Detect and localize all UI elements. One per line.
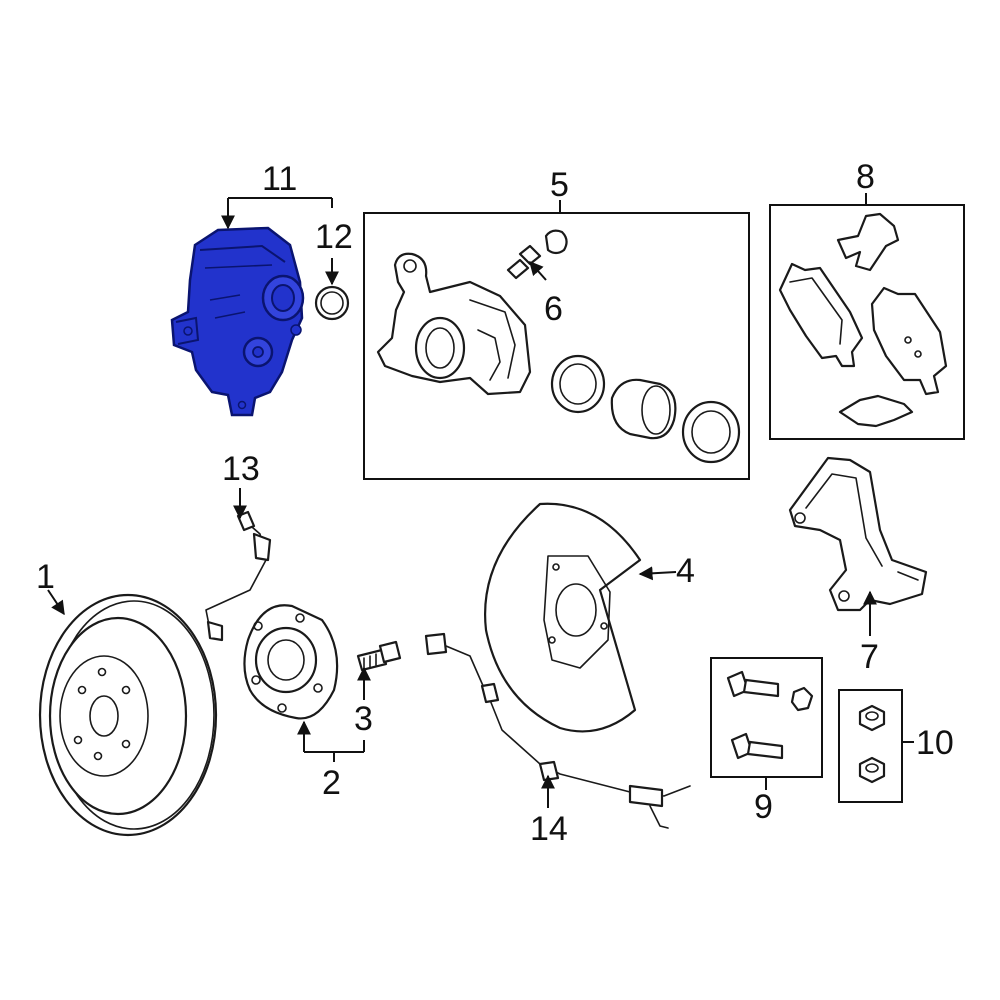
leader-lines [47,193,914,808]
box-part-5 [363,212,750,480]
part-14-wheel-speed-sensor[interactable] [424,632,691,829]
callout-6: 6 [544,290,563,328]
part-5-dust-boot[interactable] [681,400,741,464]
callout-10: 10 [916,724,954,762]
box-part-10 [838,689,903,803]
part-6-bleeder-screw[interactable] [506,229,568,280]
part-11-caliper-motor[interactable] [170,226,305,417]
callout-8: 8 [856,158,875,196]
callout-2: 2 [322,764,341,802]
part-9-bolt-lower[interactable] [730,732,784,760]
callout-7: 7 [860,638,879,676]
part-7-caliper-bracket[interactable] [788,456,928,612]
part-8-brake-pad-right[interactable] [870,286,948,396]
part-13-brake-hose[interactable] [205,510,272,642]
callout-1: 1 [36,558,55,596]
callout-4: 4 [676,552,695,590]
part-10-bushing-lower[interactable] [858,756,886,784]
callout-11: 11 [262,160,297,198]
part-4-dust-shield[interactable] [484,502,642,733]
part-12-seal-ring[interactable] [314,285,350,321]
callout-9: 9 [754,788,773,826]
callout-3: 3 [354,700,373,738]
part-10-bushing-upper[interactable] [858,704,886,732]
part-5-caliper-housing[interactable] [376,252,532,396]
part-9-bolt-upper[interactable] [726,670,814,712]
part-5-piston-seal[interactable] [550,354,606,414]
callout-14: 14 [530,810,568,848]
callout-5: 5 [550,166,569,204]
callout-12: 12 [315,218,353,256]
box-part-9 [710,657,823,778]
part-8-pad-clip-lower[interactable] [838,394,914,428]
part-8-brake-pad-left[interactable] [778,262,864,368]
part-2-wheel-hub[interactable] [243,604,339,720]
part-8-pad-clip-upper[interactable] [836,212,900,272]
callout-13: 13 [222,450,260,488]
part-1-brake-rotor[interactable] [38,593,218,837]
part-5-piston[interactable] [610,378,677,440]
part-3-wheel-stud[interactable] [356,640,402,672]
